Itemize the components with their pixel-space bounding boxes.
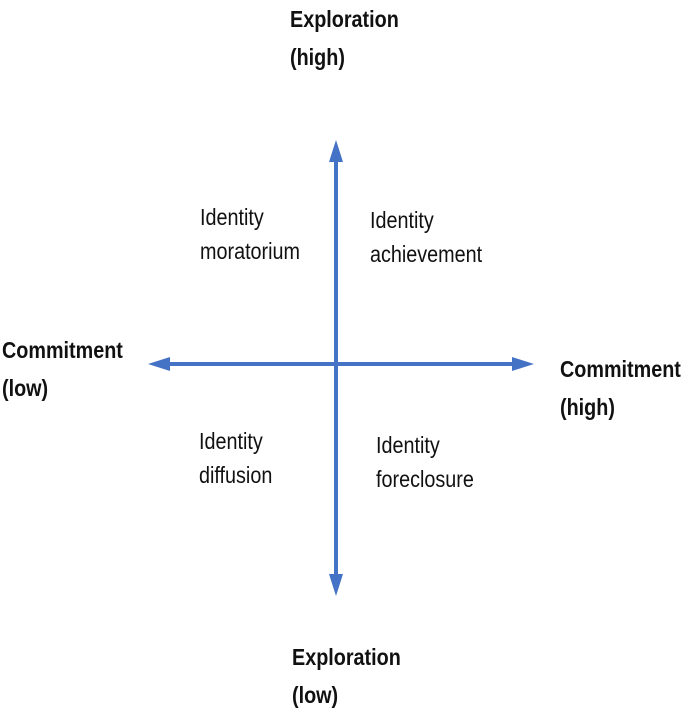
axis-label-line: Exploration — [290, 6, 399, 32]
axis-label-exploration-low: Exploration (low) — [292, 638, 401, 714]
axis-label-exploration-high: Exploration (high) — [290, 0, 399, 76]
vertical-axis-arrow-bottom — [329, 574, 343, 596]
quadrant-identity-achievement: Identity achievement — [370, 203, 482, 271]
quadrant-label-line: diffusion — [199, 462, 273, 488]
axis-label-line: Commitment — [2, 337, 123, 363]
quadrant-identity-moratorium: Identity moratorium — [200, 200, 300, 268]
axis-label-line: (low) — [2, 375, 49, 401]
axis-label-line: (high) — [560, 394, 615, 420]
vertical-axis-arrow-top — [329, 140, 343, 162]
axis-label-line: (high) — [290, 44, 345, 70]
quadrant-label-line: foreclosure — [376, 466, 474, 492]
axis-label-commitment-high: Commitment (high) — [560, 350, 681, 426]
axis-label-line: Commitment — [560, 356, 681, 382]
quadrant-identity-foreclosure: Identity foreclosure — [376, 428, 474, 496]
quadrant-label-line: Identity — [200, 204, 264, 230]
axis-label-line: (low) — [292, 682, 339, 708]
quadrant-label-line: moratorium — [200, 238, 301, 264]
axis-label-commitment-low: Commitment (low) — [2, 331, 123, 407]
axis-label-line: Exploration — [292, 644, 401, 670]
quadrant-label-line: achievement — [370, 241, 483, 267]
quadrant-identity-diffusion: Identity diffusion — [199, 424, 272, 492]
quadrant-label-line: Identity — [376, 432, 440, 458]
quadrant-label-line: Identity — [370, 207, 434, 233]
horizontal-axis-arrow-left — [148, 357, 170, 371]
quadrant-label-line: Identity — [199, 428, 263, 454]
horizontal-axis-arrow-right — [512, 357, 534, 371]
